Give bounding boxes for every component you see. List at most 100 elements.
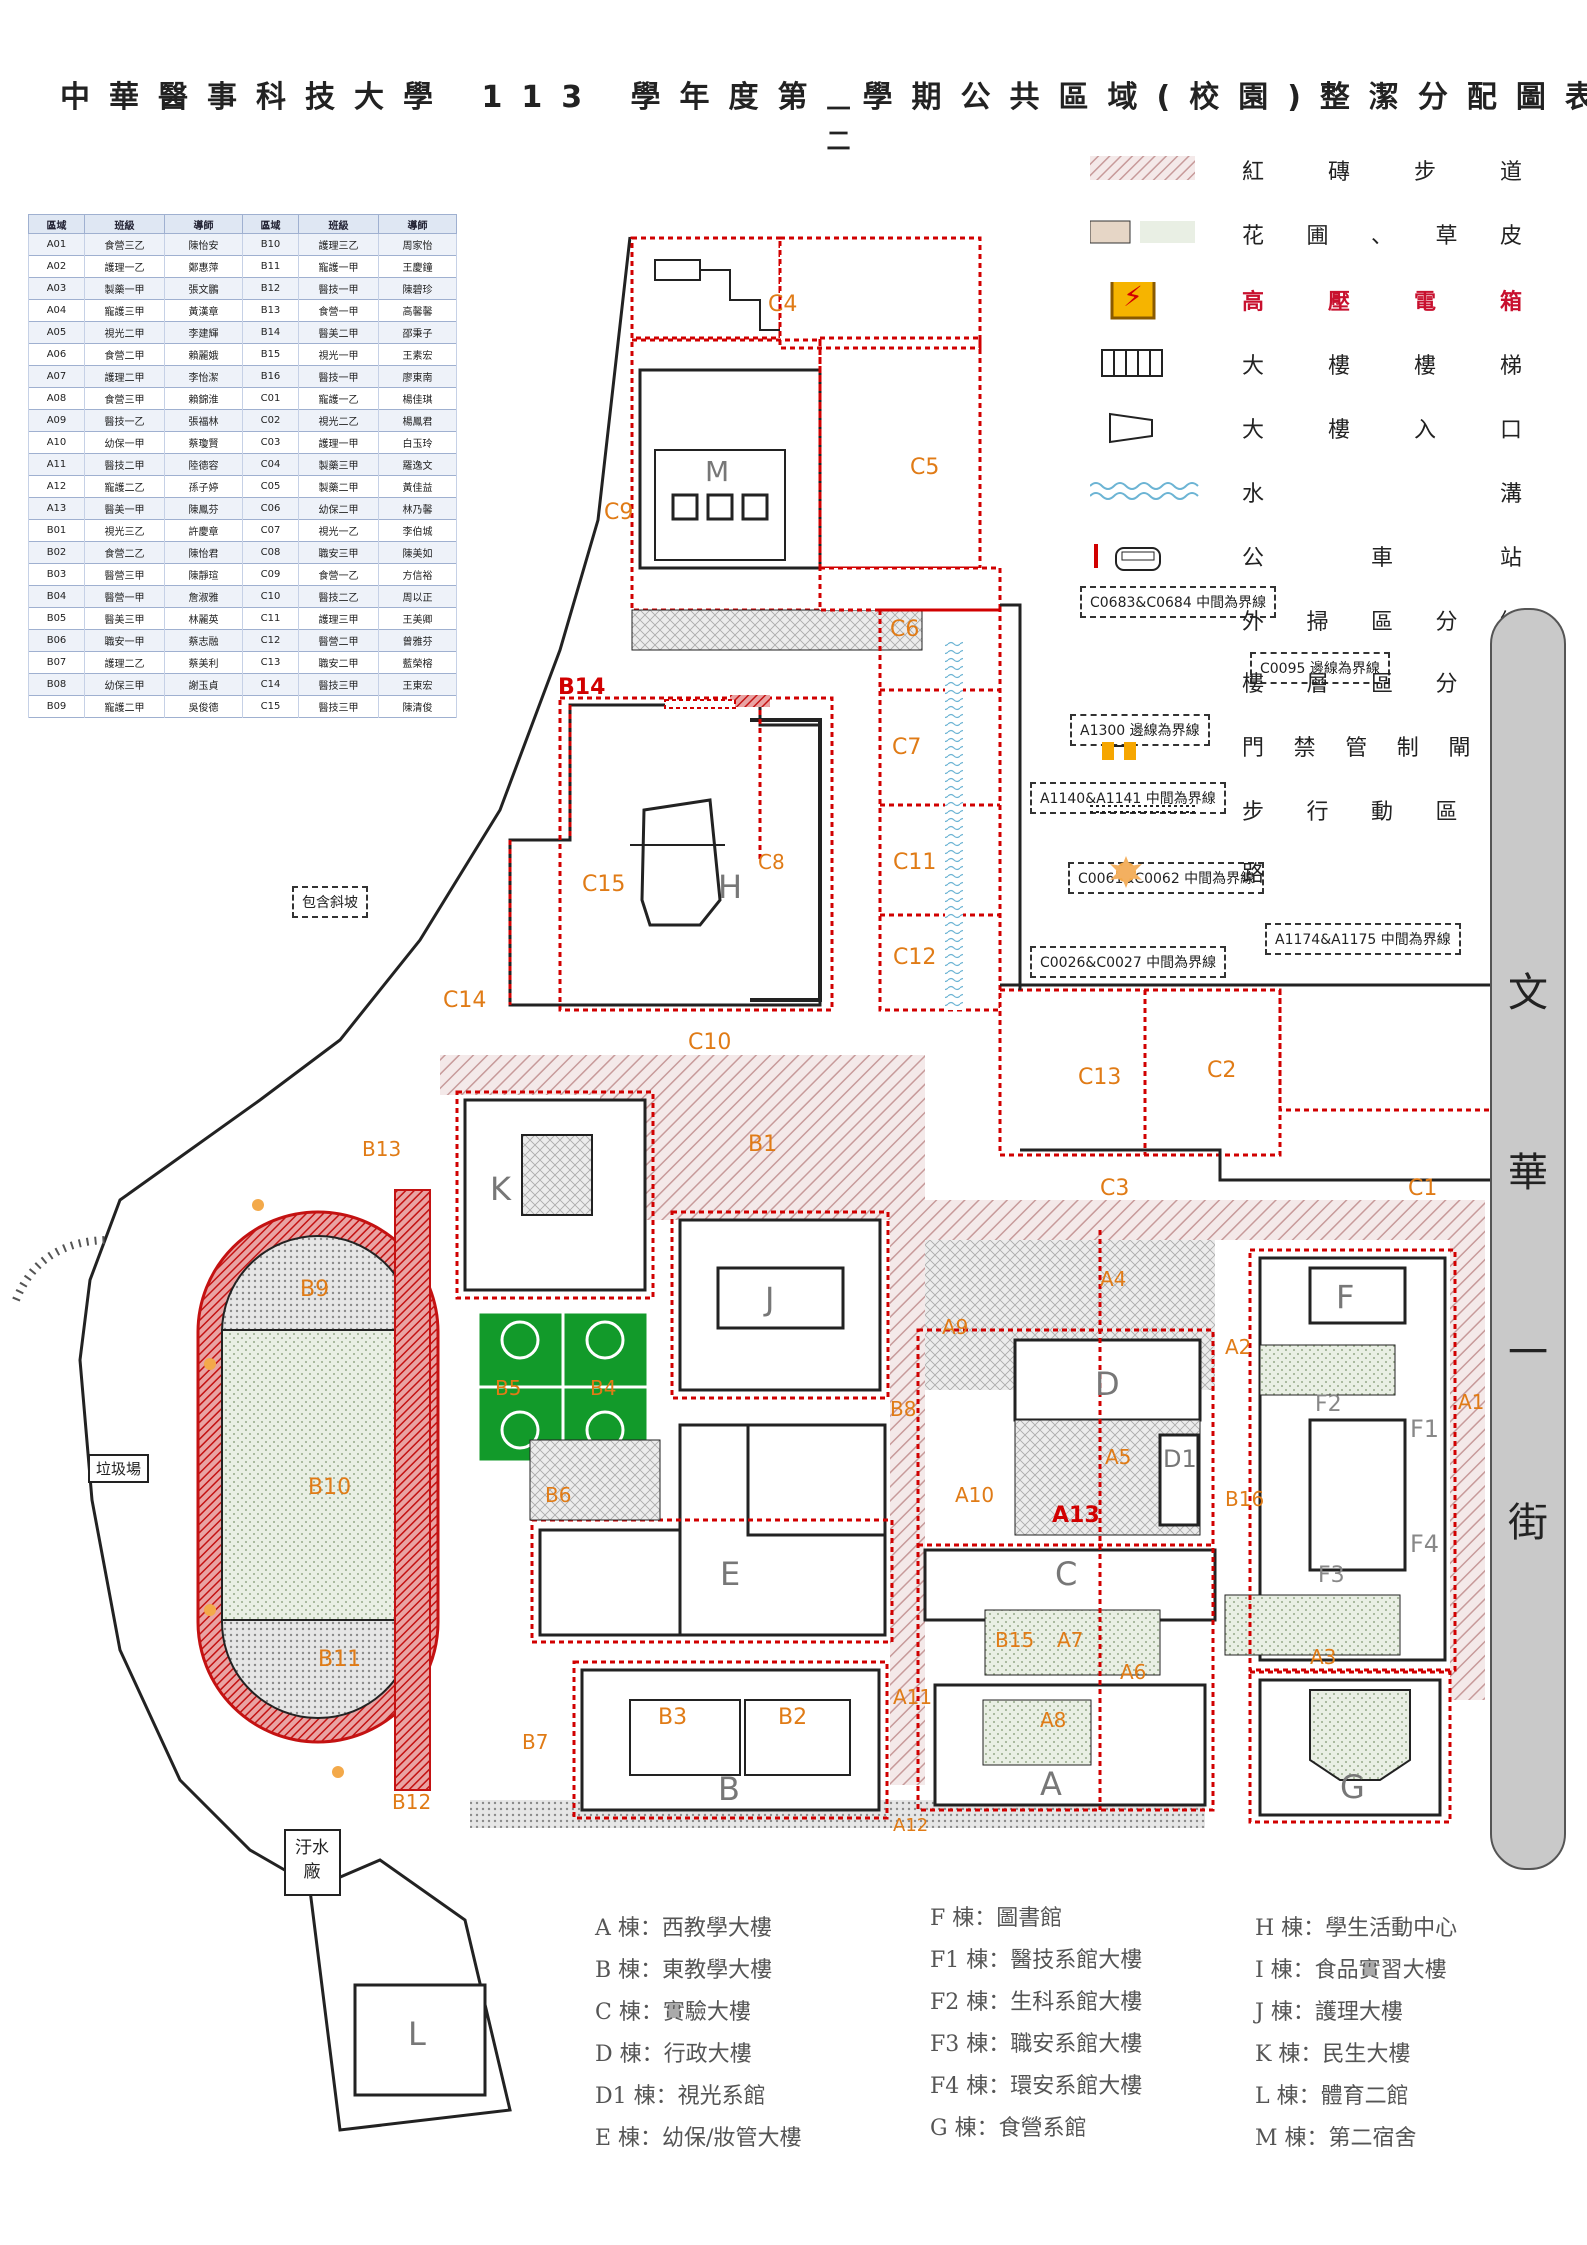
- table-cell: B05: [28, 607, 85, 630]
- table-cell: A08: [28, 387, 85, 410]
- l-building: [284, 1829, 512, 2132]
- j-building: [670, 1210, 890, 1400]
- table-cell: 邵秉子: [378, 321, 457, 344]
- title-part-2: 學期公共區域(校園)整潔分配圖表: [862, 80, 1587, 115]
- table-cell: A11: [28, 453, 85, 476]
- building-list-item: F2 棟：生科系館大樓: [930, 1990, 1143, 2015]
- table-cell: 幼保二甲: [298, 497, 379, 520]
- zone-b14: B14: [558, 675, 606, 700]
- table-cell: 陳碧珍: [378, 277, 457, 300]
- building-e-label: E: [720, 1555, 741, 1593]
- table-cell: 醫美三甲: [84, 607, 165, 630]
- table-cell: 視光一乙: [298, 519, 379, 542]
- table-cell: 醫技一甲: [298, 277, 379, 300]
- table-cell: C08: [242, 541, 299, 564]
- table-cell: 食營一乙: [298, 563, 379, 586]
- table-cell: 視光三乙: [84, 519, 165, 542]
- table-header-row: 區域班級導師區域班級導師: [28, 214, 457, 234]
- table-cell: 林乃馨: [378, 497, 457, 520]
- table-cell: 視光二甲: [84, 321, 165, 344]
- zone-b8: B8: [890, 1397, 917, 1421]
- building-k-label: K: [490, 1170, 511, 1208]
- building-f1-label: F1: [1410, 1415, 1440, 1443]
- legend-label: 大樓入口: [1242, 418, 1522, 443]
- table-cell: C04: [242, 453, 299, 476]
- table-cell: 陳怡安: [164, 233, 243, 256]
- legend-item: 大樓樓梯: [1090, 342, 1530, 382]
- building-list-item: B 棟：東教學大樓: [595, 1958, 773, 1983]
- zone-c2: C2: [1207, 1058, 1237, 1083]
- svg-text:⚡: ⚡: [1123, 282, 1143, 313]
- table-header-cell: 班級: [298, 214, 379, 234]
- table-cell: B10: [242, 233, 299, 256]
- page-title: 中華醫事科技大學 113 學年度第一二學期公共區域(校園)整潔分配圖表: [60, 72, 1587, 155]
- table-cell: 職安三甲: [298, 541, 379, 564]
- building-f-label: F: [1336, 1278, 1355, 1316]
- table-cell: 周以正: [378, 585, 457, 608]
- building-f3-label: F3: [1318, 1563, 1345, 1588]
- center-buildings: [916, 1230, 1217, 1812]
- table-cell: 醫美二甲: [298, 321, 379, 344]
- legend-label: 步行動區線: [1242, 800, 1522, 825]
- building-g-label: G: [1340, 1768, 1365, 1806]
- outer-boundary-icon: [1090, 602, 1200, 634]
- legend-item: 門禁管制閘道: [1090, 724, 1530, 764]
- table-cell: 護理二乙: [84, 651, 165, 674]
- table-cell: 製藥三甲: [298, 453, 379, 476]
- table-cell: 白玉玲: [378, 431, 457, 454]
- legend-item: 大樓入口: [1090, 406, 1530, 446]
- table-cell: C15: [242, 695, 299, 718]
- building-j-label: J: [765, 1280, 775, 1318]
- zone-c5: C5: [910, 455, 940, 480]
- table-cell: C05: [242, 475, 299, 498]
- street-light-icon: [1090, 854, 1200, 888]
- entrance-icon: [1090, 410, 1200, 444]
- table-cell: C06: [242, 497, 299, 520]
- zone-b4: B4: [590, 1376, 617, 1400]
- zone-b7: B7: [522, 1730, 549, 1754]
- table-cell: 製藥一甲: [84, 277, 165, 300]
- table-cell: 羅逸文: [378, 453, 457, 476]
- table-cell: 謝玉貞: [164, 673, 243, 696]
- zone-c6: C6: [890, 617, 920, 642]
- f-buildings: [1224, 1248, 1457, 1672]
- zone-b5: B5: [495, 1376, 522, 1400]
- table-cell: 醫技三甲: [298, 673, 379, 696]
- table-cell: C03: [242, 431, 299, 454]
- table-cell: 食營二乙: [84, 541, 165, 564]
- legend-label: 樓層區分線: [1242, 672, 1522, 697]
- building-h-label: H: [718, 868, 743, 906]
- zone-a5: A5: [1105, 1445, 1132, 1469]
- building-list-item: G 棟：食營系館: [930, 2116, 1087, 2141]
- table-cell: 幼保一甲: [84, 431, 165, 454]
- building-list-item: H 棟：學生活動中心: [1255, 1916, 1458, 1941]
- legend-label: 公車站: [1242, 546, 1522, 571]
- table-cell: 楊鳳君: [378, 409, 457, 432]
- legend-label: 高壓電箱: [1242, 290, 1522, 315]
- legend-item: 外掃區分線: [1090, 598, 1530, 638]
- table-cell: 李建輝: [164, 321, 243, 344]
- zone-c4: C4: [768, 292, 798, 317]
- table-cell: B13: [242, 299, 299, 322]
- table-cell: 職安一甲: [84, 629, 165, 652]
- table-cell: A03: [28, 277, 85, 300]
- table-cell: 寵護二甲: [84, 695, 165, 718]
- table-cell: 楊佳琪: [378, 387, 457, 410]
- legend-label: 水溝: [1242, 482, 1522, 507]
- legend-label: 花圃、草皮: [1242, 224, 1522, 249]
- building-list-item: E 棟：幼保/妝管大樓: [595, 2126, 802, 2151]
- garbage-station: 垃圾場: [88, 1454, 150, 1483]
- zone-a9: A9: [942, 1315, 969, 1339]
- ditch-icon: [1089, 474, 1200, 506]
- table-cell: 王東宏: [378, 673, 457, 696]
- table-cell: B12: [242, 277, 299, 300]
- zone-b9: B9: [300, 1277, 330, 1302]
- legend-label: 門禁管制閘道: [1242, 736, 1522, 761]
- bus-stop-icon: [1090, 538, 1200, 571]
- zone-b11: B11: [318, 1647, 362, 1672]
- stairs-icon: [1090, 346, 1200, 378]
